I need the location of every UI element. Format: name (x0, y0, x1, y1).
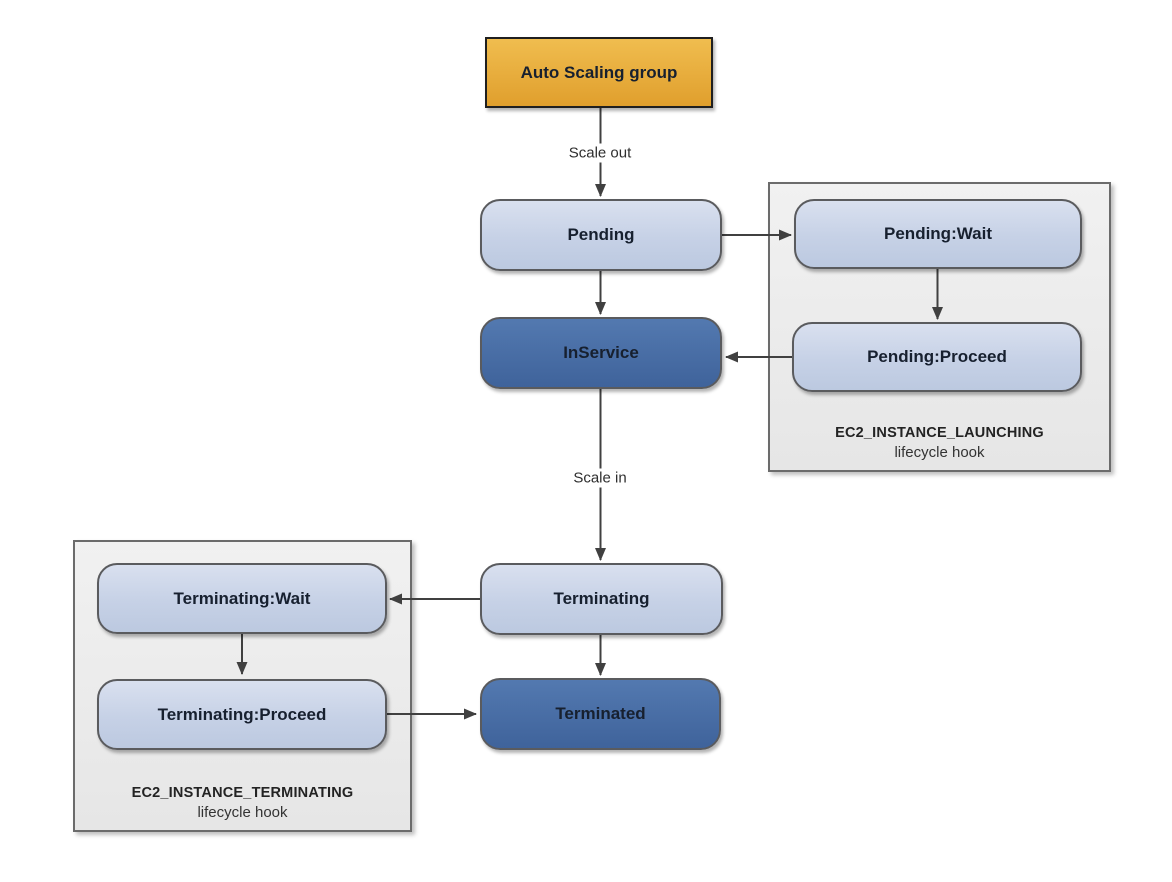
node-terminating-proceed: Terminating:Proceed (97, 679, 387, 750)
launching-group-title: EC2_INSTANCE_LAUNCHING (835, 425, 1044, 441)
node-pending-wait: Pending:Wait (794, 199, 1082, 269)
terminating-group-subtitle: lifecycle hook (197, 804, 288, 821)
edge-label-scale-out: Scale out (563, 143, 637, 163)
node-auto-scaling-group: Auto Scaling group (485, 37, 713, 108)
launching-group-subtitle: lifecycle hook (894, 444, 985, 461)
node-pending: Pending (480, 199, 722, 271)
node-pending-proceed: Pending:Proceed (792, 322, 1082, 392)
node-terminating: Terminating (480, 563, 723, 635)
node-inservice: InService (480, 317, 722, 389)
terminating-group-caption: EC2_INSTANCE_TERMINATING lifecycle hook (75, 785, 410, 821)
node-terminated: Terminated (480, 678, 721, 750)
edge-label-scale-in: Scale in (568, 468, 632, 488)
terminating-group-title: EC2_INSTANCE_TERMINATING (131, 785, 354, 801)
launching-group-caption: EC2_INSTANCE_LAUNCHING lifecycle hook (770, 425, 1109, 461)
node-terminating-wait: Terminating:Wait (97, 563, 387, 634)
